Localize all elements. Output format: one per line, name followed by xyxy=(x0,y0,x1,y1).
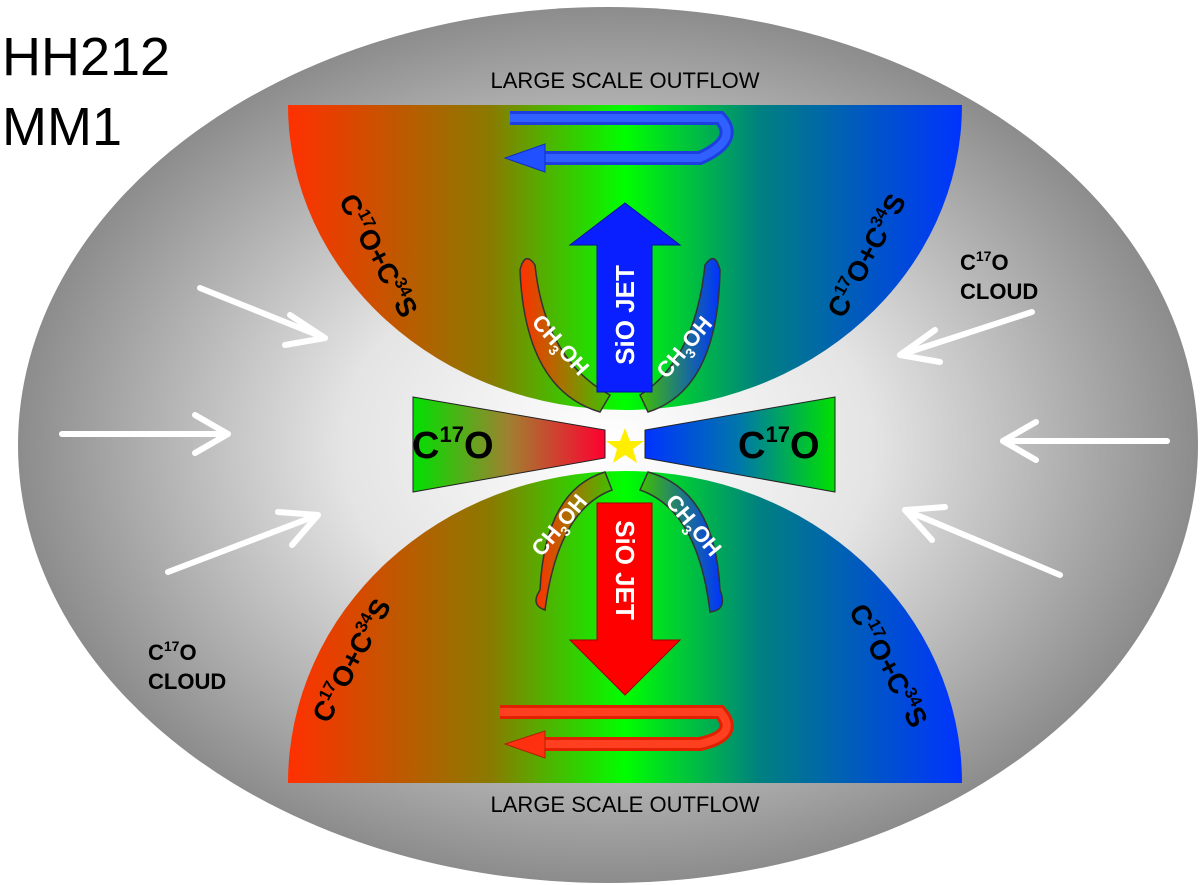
infall-arrow-right-upper xyxy=(897,309,1035,365)
cloud-label-right-line2: CLOUD xyxy=(960,279,1038,304)
cloud-label-right: C17O xyxy=(960,248,1009,275)
outflow-label-bottom: LARGE SCALE OUTFLOW xyxy=(491,792,760,817)
ch3oh-band-bottom-left xyxy=(535,471,613,611)
cloud-label-left: C17O xyxy=(148,638,197,665)
outflow-label-top: LARGE SCALE OUTFLOW xyxy=(491,68,760,93)
disk-left xyxy=(412,396,606,493)
ch3oh-band-bottom-right xyxy=(638,471,724,613)
rotation-arrow-blue xyxy=(503,111,734,173)
disk-right xyxy=(644,396,836,493)
rotation-arrow-red xyxy=(500,705,734,759)
disk-label-left: C17O xyxy=(412,422,494,467)
infall-arrow-right-middle xyxy=(1000,419,1170,463)
ch3oh-band-top-left xyxy=(519,257,612,413)
sio-jet-label-top: SiO JET xyxy=(610,265,640,365)
sio-jet-arrow-red xyxy=(568,502,682,696)
cloud-label-left-line2: CLOUD xyxy=(148,669,226,694)
infall-arrow-left-middle xyxy=(59,412,231,456)
title-line2: MM1 xyxy=(2,97,122,157)
infall-arrow-right-lower xyxy=(902,504,1063,578)
title-line1: HH212 xyxy=(2,27,170,87)
ch3oh-band-top-right xyxy=(639,257,721,413)
protostar-icon xyxy=(606,428,644,463)
infall-arrow-left-lower xyxy=(165,509,321,575)
sio-jet-label-bottom: SiO JET xyxy=(610,520,640,620)
infall-arrow-left-upper xyxy=(197,285,328,348)
sio-jet-arrow-blue xyxy=(568,202,682,393)
disk-label-right: C17O xyxy=(738,422,820,467)
